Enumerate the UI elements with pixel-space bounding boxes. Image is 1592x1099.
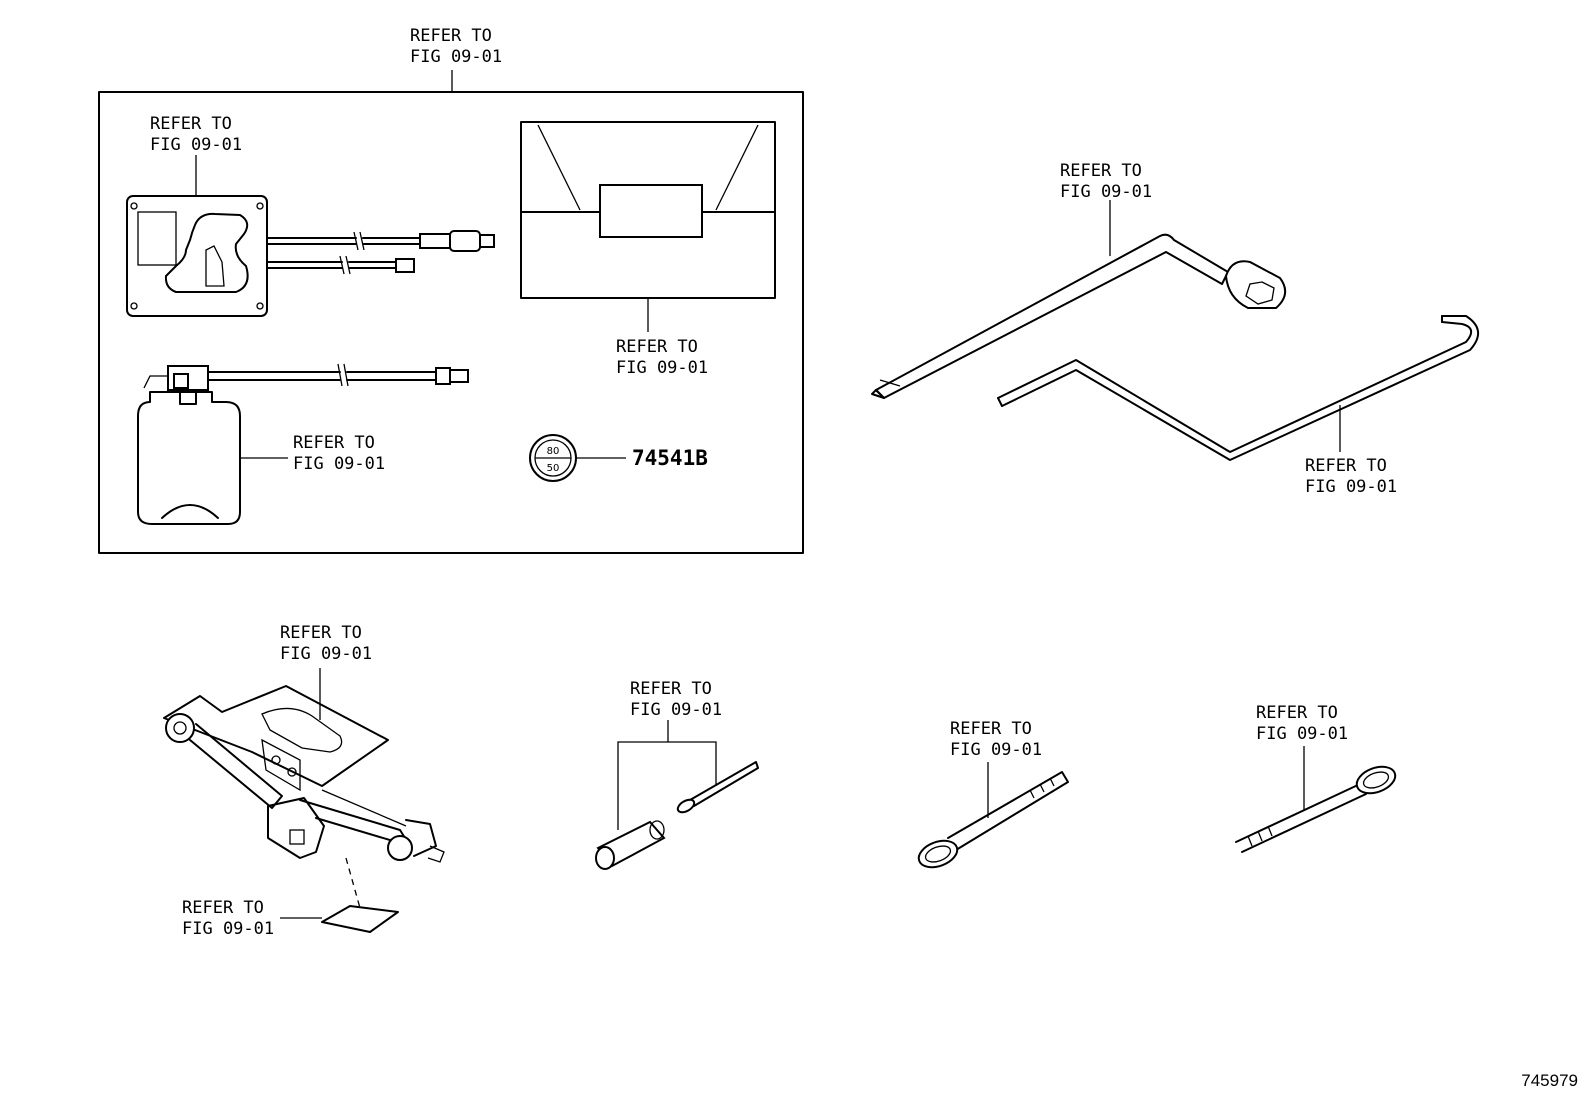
valve-tool-set-illustration <box>595 761 759 870</box>
jack-pad-dashed-line <box>345 857 361 909</box>
jack-illustration <box>163 685 445 863</box>
svg-text:REFER TO: REFER TO <box>1305 456 1387 476</box>
extension-bar-1-illustration <box>917 771 1069 869</box>
callout-jack-handle-rod[interactable]: REFER TO FIG 09-01 <box>1305 456 1397 497</box>
compressor-illustration <box>126 195 495 317</box>
svg-text:FIG 09-01: FIG 09-01 <box>1060 182 1152 202</box>
callout-kit-box[interactable]: REFER TO FIG 09-01 <box>410 26 502 67</box>
svg-text:FIG 09-01: FIG 09-01 <box>280 644 372 664</box>
svg-text:FIG 09-01: FIG 09-01 <box>410 47 502 67</box>
callout-jack[interactable]: REFER TO FIG 09-01 <box>280 623 372 664</box>
svg-text:REFER TO: REFER TO <box>1256 703 1338 723</box>
jack-pad-illustration <box>321 905 399 933</box>
callout-jack-pad[interactable]: REFER TO FIG 09-01 <box>182 898 274 939</box>
callout-extension-bar-1[interactable]: REFER TO FIG 09-01 <box>950 719 1042 760</box>
extension-bar-2-illustration <box>1235 765 1397 853</box>
lug-wrench-illustration <box>871 233 1287 399</box>
kit-box-frame <box>98 91 804 554</box>
callout-compressor[interactable]: REFER TO FIG 09-01 <box>150 114 242 155</box>
svg-text:FIG 09-01: FIG 09-01 <box>1305 477 1397 497</box>
jack-handle-rod-illustration <box>997 315 1479 461</box>
bag-illustration <box>520 121 776 299</box>
svg-text:FIG 09-01: FIG 09-01 <box>150 135 242 155</box>
svg-text:REFER TO: REFER TO <box>182 898 264 918</box>
part-number-74541b[interactable]: 74541B <box>632 446 708 470</box>
callout-bag[interactable]: REFER TO FIG 09-01 <box>616 337 708 378</box>
svg-text:FIG 09-01: FIG 09-01 <box>182 919 274 939</box>
svg-text:FIG 09-01: FIG 09-01 <box>950 740 1042 760</box>
svg-text:FIG 09-01: FIG 09-01 <box>616 358 708 378</box>
svg-text:FIG 09-01: FIG 09-01 <box>1256 724 1348 744</box>
svg-text:50: 50 <box>547 463 560 474</box>
svg-text:REFER TO: REFER TO <box>616 337 698 357</box>
callout-lug-wrench[interactable]: REFER TO FIG 09-01 <box>1060 161 1152 202</box>
valve-tool-set-bracket <box>617 720 717 830</box>
svg-text:FIG 09-01: FIG 09-01 <box>630 700 722 720</box>
svg-text:REFER TO: REFER TO <box>293 433 375 453</box>
svg-text:FIG 09-01: FIG 09-01 <box>293 454 385 474</box>
callout-valve-tool-set[interactable]: REFER TO FIG 09-01 <box>630 679 722 720</box>
svg-text:REFER TO: REFER TO <box>410 26 492 46</box>
svg-text:REFER TO: REFER TO <box>280 623 362 643</box>
svg-text:REFER TO: REFER TO <box>630 679 712 699</box>
speed-label-sticker: 80 50 <box>529 434 577 482</box>
svg-text:REFER TO: REFER TO <box>1060 161 1142 181</box>
svg-text:REFER TO: REFER TO <box>150 114 232 134</box>
figure-id: 745979 <box>1521 1071 1578 1090</box>
callout-sealant-bottle[interactable]: REFER TO FIG 09-01 <box>293 433 385 474</box>
callout-extension-bar-2[interactable]: REFER TO FIG 09-01 <box>1256 703 1348 744</box>
svg-text:REFER TO: REFER TO <box>950 719 1032 739</box>
svg-text:80: 80 <box>547 446 560 457</box>
sealant-bottle-illustration <box>137 363 469 525</box>
